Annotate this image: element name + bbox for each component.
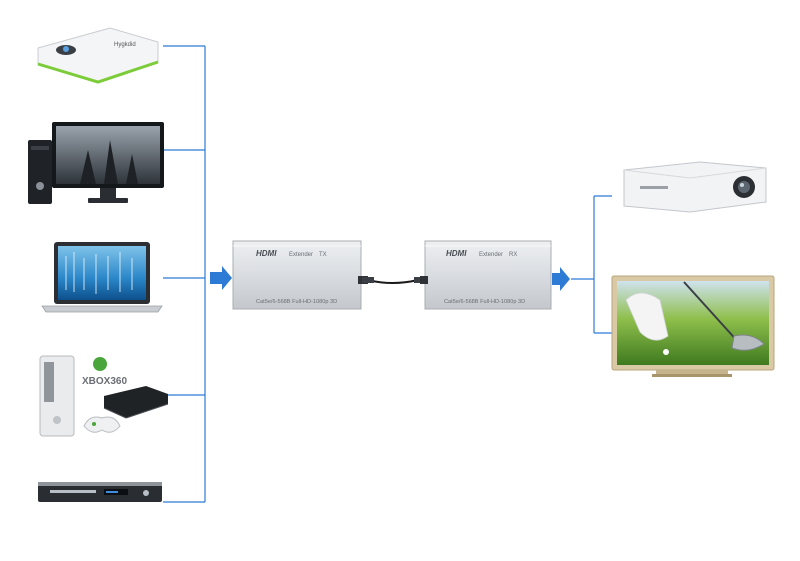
receiver-model: Extender [479,252,503,258]
receiver-mode: RX [509,252,517,258]
laptop-icon [41,242,163,313]
source-bus-lines [163,45,206,503]
game-console-brand: XBOX360 [82,376,127,387]
output-arrow-icon [552,267,570,291]
television-icon [611,275,775,377]
receiver-rj45-port [420,276,428,284]
transmitter-mode: TX [319,252,327,258]
desktop-pc-icon [28,122,164,204]
projector-icon [623,161,767,213]
media-player-icon: Hygkdid [37,27,159,84]
receiver-spec: Cat5e/6-568B Full-HD-1080p 3D [444,299,525,305]
game-console-icon: XBOX360 [39,355,169,437]
receiver-logo: HDMI [446,249,467,258]
display-bus-lines [571,195,612,334]
receiver-unit: HDMI Extender RX Cat5e/6-568B Full-HD-10… [420,240,552,310]
transmitter-model: Extender [289,252,313,258]
media-player-brand: Hygkdid [114,42,136,48]
input-arrow-icon [210,266,232,290]
transmitter-unit: HDMI Extender TX Cat5e/6-568B Full-HD-10… [232,240,368,310]
dvd-player-icon [38,482,162,502]
transmitter-spec: Cat5e/6-568B Full-HD-1080p 3D [256,299,337,305]
transmitter-logo: HDMI [256,249,277,258]
network-cable [362,277,426,284]
